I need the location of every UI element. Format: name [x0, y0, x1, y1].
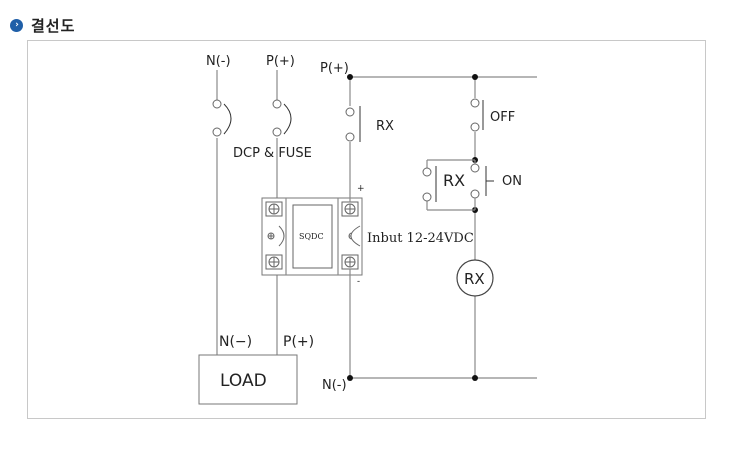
ctrl-neg-label: N(-) [322, 378, 347, 393]
ctrl-pos-label: P(+) [320, 61, 349, 76]
section-title: 결선도 [31, 16, 76, 35]
relay-label: SQDC [299, 232, 324, 241]
off-label: OFF [490, 110, 515, 125]
rx-coil-label: RX [464, 270, 485, 288]
load-box [198, 354, 298, 405]
on-label: ON [502, 174, 522, 189]
rx-contact-label: RX [376, 119, 394, 134]
load-pos-label: P(+) [283, 334, 314, 350]
section-header: › 결선도 [10, 14, 75, 36]
fuse-label: DCP & FUSE [233, 146, 312, 161]
control-circuit [345, 74, 537, 381]
dc-neg-label: N(-) [206, 54, 231, 69]
wiring-diagram-frame [27, 40, 706, 419]
sqdc-relay: SQDC [261, 197, 363, 276]
dc-supply-lines [216, 70, 278, 355]
minus-sign: - [357, 277, 360, 287]
input-label: Inbut 12-24VDC [367, 231, 474, 246]
plus-sign: + [357, 184, 365, 194]
dcp-fuse-contacts [212, 99, 292, 137]
rx-switch-label: RX [443, 171, 465, 190]
dc-pos-label: P(+) [266, 54, 295, 69]
load-neg-label: N(−) [219, 334, 252, 350]
chevron-right-icon: › [10, 18, 23, 32]
load-label: LOAD [220, 371, 267, 391]
